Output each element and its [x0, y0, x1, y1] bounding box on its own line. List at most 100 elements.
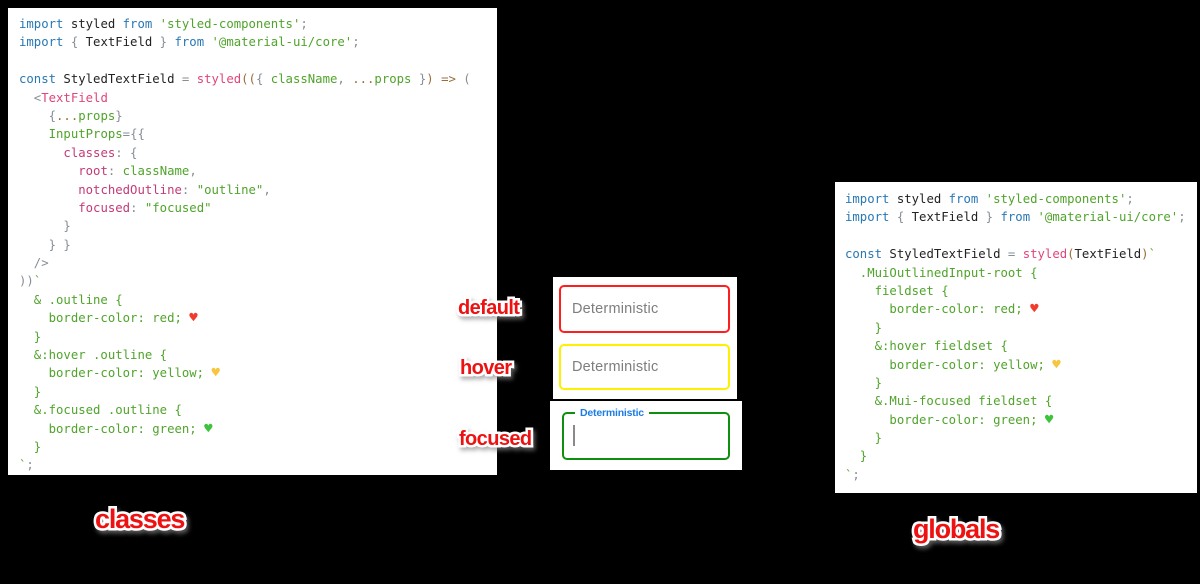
code-line: classes: {	[19, 144, 497, 162]
code-line: const StyledTextField = styled(TextField…	[845, 245, 1197, 263]
heart-icon: ♥	[1052, 356, 1061, 373]
code-token: }	[845, 449, 868, 464]
code-line: InputProps={{	[19, 125, 497, 143]
code-token: styled	[63, 17, 123, 31]
code-token: &:hover .outline {	[19, 348, 168, 363]
code-line: &:hover .outline {	[19, 346, 497, 364]
code-token: ={{	[122, 127, 145, 142]
code-line: border-color: yellow; ♥	[19, 364, 497, 382]
code-token: import	[19, 17, 64, 31]
code-line: {...props}	[19, 107, 497, 125]
code-line: import styled from 'styled-components';	[19, 15, 497, 33]
code-token: const	[845, 247, 883, 262]
code-line: &.Mui-focused fieldset {	[845, 392, 1197, 410]
code-line: border-color: green; ♥	[19, 420, 497, 438]
code-token: className	[122, 164, 190, 179]
text-cursor	[573, 425, 575, 446]
code-token: TextField	[911, 210, 979, 225]
code-token: <	[19, 90, 42, 105]
code-line: .MuiOutlinedInput-root {	[845, 264, 1197, 282]
code-line: import styled from 'styled-components';	[845, 190, 1197, 208]
code-token: }	[411, 72, 427, 87]
code-line: & .outline {	[19, 291, 497, 309]
textfield-default-placeholder: Deterministic	[572, 301, 659, 317]
code-token: &.focused .outline {	[19, 403, 182, 418]
code-line: &:hover fieldset {	[845, 337, 1197, 355]
code-line: import { TextField } from '@material-ui/…	[845, 208, 1197, 226]
heart-icon: ♥	[189, 310, 198, 327]
code-token: }	[19, 329, 42, 344]
heart-icon: ♥	[211, 365, 220, 382]
code-panel-classes: import styled from 'styled-components';i…	[8, 8, 497, 475]
code-line: const StyledTextField = styled(({ classN…	[19, 70, 497, 88]
code-token: from	[174, 35, 205, 50]
code-line: }	[845, 447, 1197, 465]
code-line: import { TextField } from '@material-ui/…	[19, 33, 497, 51]
textfield-demo-panel-top: Deterministic Deterministic	[553, 277, 737, 399]
heart-icon: ♥	[1044, 411, 1054, 428]
code-token: props	[374, 72, 412, 87]
code-token: =	[1007, 247, 1016, 262]
textfield-focused[interactable]: Deterministic	[562, 406, 730, 460]
code-token: border-color: green;	[19, 421, 205, 436]
code-token: focused	[78, 200, 131, 215]
code-token: StyledTextField	[56, 72, 182, 87]
code-line: <TextField	[19, 89, 497, 107]
code-token: styled	[889, 192, 949, 206]
code-token: styled	[189, 72, 242, 87]
code-token: ...	[56, 108, 79, 123]
code-token: ;	[300, 17, 308, 31]
code-token: const	[19, 72, 57, 87]
code-token: TextField	[1074, 247, 1142, 262]
code-token: import	[845, 210, 890, 225]
code-token	[19, 164, 78, 178]
code-token: notchedOutline	[78, 182, 182, 197]
code-token: props	[78, 108, 116, 123]
code-token: StyledTextField	[882, 247, 1008, 262]
code-token: ,	[337, 72, 353, 87]
code-line: />	[19, 254, 497, 272]
state-label-default: default	[458, 296, 520, 320]
textfield-demo-panel-bottom: Deterministic	[550, 401, 742, 470]
code-token	[434, 72, 441, 86]
code-line: border-color: red; ♥	[845, 300, 1197, 318]
code-token: (	[1067, 247, 1075, 262]
code-token: }	[845, 320, 883, 335]
code-line: border-color: green; ♥	[845, 411, 1197, 429]
code-line: }	[19, 328, 497, 346]
code-token: :	[181, 182, 197, 197]
code-line: }	[845, 319, 1197, 337]
code-token: InputProps	[48, 127, 123, 142]
code-line: &.focused .outline {	[19, 401, 497, 419]
code-token: ((	[241, 72, 256, 87]
code-token: border-color: red;	[19, 311, 190, 326]
code-line	[19, 52, 497, 70]
state-label-focused: focused	[459, 427, 532, 451]
code-line: `;	[845, 466, 1197, 484]
code-token: {	[889, 210, 912, 225]
code-token: border-color: yellow;	[19, 366, 212, 381]
code-token: `	[1148, 247, 1156, 262]
code-token	[19, 146, 63, 160]
code-line: `;	[19, 456, 497, 474]
code-token: border-color: green;	[845, 412, 1045, 427]
code-token: fieldset {	[845, 283, 949, 298]
code-token: "focused"	[144, 200, 212, 215]
code-token: :	[130, 200, 145, 215]
code-token: (	[455, 72, 471, 87]
code-token: 'styled-components'	[152, 17, 301, 31]
code-token: &:hover fieldset {	[845, 339, 1008, 354]
code-token	[19, 127, 49, 141]
heart-icon: ♥	[204, 420, 213, 437]
code-line: root: className,	[19, 162, 497, 180]
code-token	[19, 201, 78, 215]
code-token: `	[33, 274, 42, 289]
textfield-focused-floating-label: Deterministic	[575, 406, 649, 420]
textfield-default[interactable]: Deterministic	[559, 285, 730, 333]
code-panel-globals: import styled from 'styled-components';i…	[835, 182, 1197, 493]
code-line: }	[845, 374, 1197, 392]
textfield-hover[interactable]: Deterministic	[559, 344, 730, 390]
code-line: }	[19, 217, 497, 235]
code-token: }	[845, 375, 883, 390]
code-token: import	[19, 35, 64, 50]
